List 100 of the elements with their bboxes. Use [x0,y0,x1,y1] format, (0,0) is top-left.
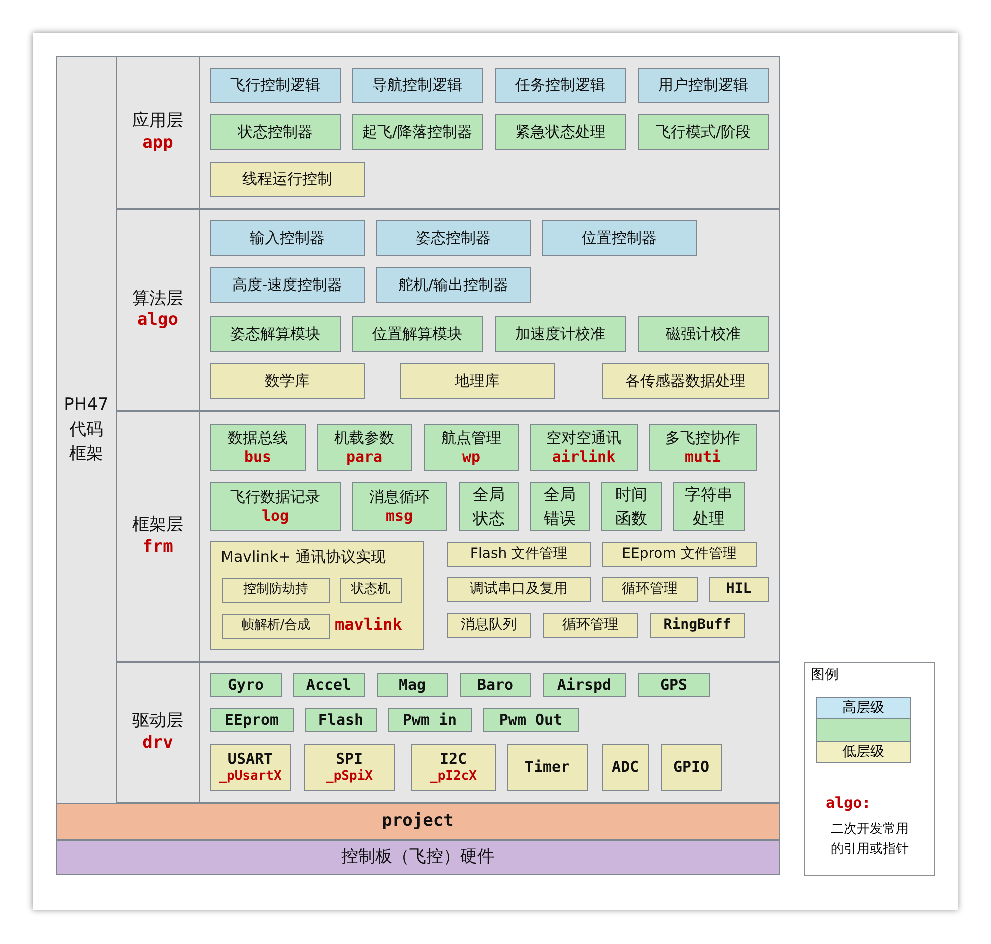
module-box [495,114,626,150]
module-box [638,316,769,352]
module-box [210,316,341,352]
layer-title: 框架层 [132,515,184,536]
box-label: 用户控制逻辑 [658,76,748,95]
box-label: Mag [398,676,426,694]
module-box [459,482,519,531]
layer-title: 驱动层 [132,711,184,732]
box-label: 任务控制逻辑 [516,76,606,95]
box-label: 全局错误 [543,484,577,530]
box-label: 磁强计校准 [666,324,741,344]
box-label: Accel [306,676,352,694]
module-box [210,267,365,303]
module-box [424,424,519,471]
module-box [709,577,769,602]
box-label: 消息队列 [461,616,517,634]
module-box [210,424,306,471]
box-label: EEprom 文件管理 [622,546,737,564]
module-box [602,542,757,567]
box-label: 导航控制逻辑 [372,76,462,95]
module-box [210,744,291,791]
layer-title: 应用层 [132,111,184,132]
module-box [602,577,698,602]
module-box [460,673,531,697]
module-box [530,424,638,471]
module-box [340,578,402,603]
module-box [638,114,769,150]
code-label: para [346,448,383,466]
framework-title: PH47 代码框架 [63,394,110,466]
module-box [507,744,588,791]
legend-code-sample: algo: [826,794,872,812]
box-label: I2C [440,750,468,769]
module-box [293,673,365,697]
module-box [210,673,282,697]
box-label: Flash [318,710,364,730]
module-box [495,316,626,352]
module-box [305,708,377,732]
box-label: 状态机 [352,582,390,599]
module-box [210,220,365,256]
box-label: RingBuff [664,616,732,634]
code-label: log [262,506,290,526]
box-label: Airspd [557,676,612,694]
module-box [447,613,531,638]
box-label: 位置控制器 [582,228,657,248]
box-label: GPIO [673,758,710,777]
module-box [56,840,780,875]
box-label: 数学库 [265,372,310,390]
module-box [222,578,330,603]
code-label: _pUsartX [219,768,282,785]
module-box [376,267,531,303]
module-box [352,68,483,103]
module-box [210,68,341,103]
box-label: 飞行数据记录 [230,488,320,506]
box-label: 航点管理 [442,428,502,448]
module-box [650,613,745,638]
box-label: 地理库 [455,372,500,390]
module-box [530,482,590,531]
box-label: 飞行模式/阶段 [656,122,752,142]
box-label: 线程运行控制 [242,170,332,189]
module-panel [210,541,424,650]
module-box [411,744,496,791]
legend-label: 低层级 [842,743,884,761]
box-label: 加速度计校准 [516,324,606,344]
box-label: 起飞/降落控制器 [362,122,473,142]
box-label: project [382,810,454,832]
module-box [377,673,448,697]
module-box [543,613,638,638]
code-label: bus [244,448,272,466]
box-label: 舵机/输出控制器 [398,276,509,294]
box-label: HIL [726,580,752,598]
module-box [543,673,626,697]
box-label: 空对空通讯 [546,428,622,448]
framework-panel [56,56,780,875]
module-box [661,744,722,791]
box-label: 字符串处理 [684,484,734,530]
module-box [483,708,579,732]
box-label: 高度-速度控制器 [232,276,343,294]
code-label: msg [386,506,414,526]
module-box [447,542,591,567]
box-label: 全局状态 [472,484,506,530]
module-box [542,220,697,256]
box-label: EEprom [224,710,280,730]
module-box [317,424,412,471]
module-box [495,68,626,103]
module-box [400,363,555,399]
layer-panel [116,56,780,209]
module-title: Mavlink+ 通讯协议实现 [221,548,386,567]
layer-panel [116,209,780,411]
box-label: 姿态解算模块 [230,324,320,344]
box-label: 控制防劫持 [244,582,308,599]
layer-code: algo [138,310,178,332]
module-box [388,708,472,732]
box-label: 输入控制器 [250,228,325,248]
box-label: 位置解算模块 [372,324,462,344]
layer-code: frm [142,536,174,558]
box-label: Pwm Out [499,710,563,730]
box-label: Pwm in [402,710,458,730]
module-code: mavlink [335,615,402,635]
layer-panel [116,411,780,662]
layer-panel [116,662,780,803]
